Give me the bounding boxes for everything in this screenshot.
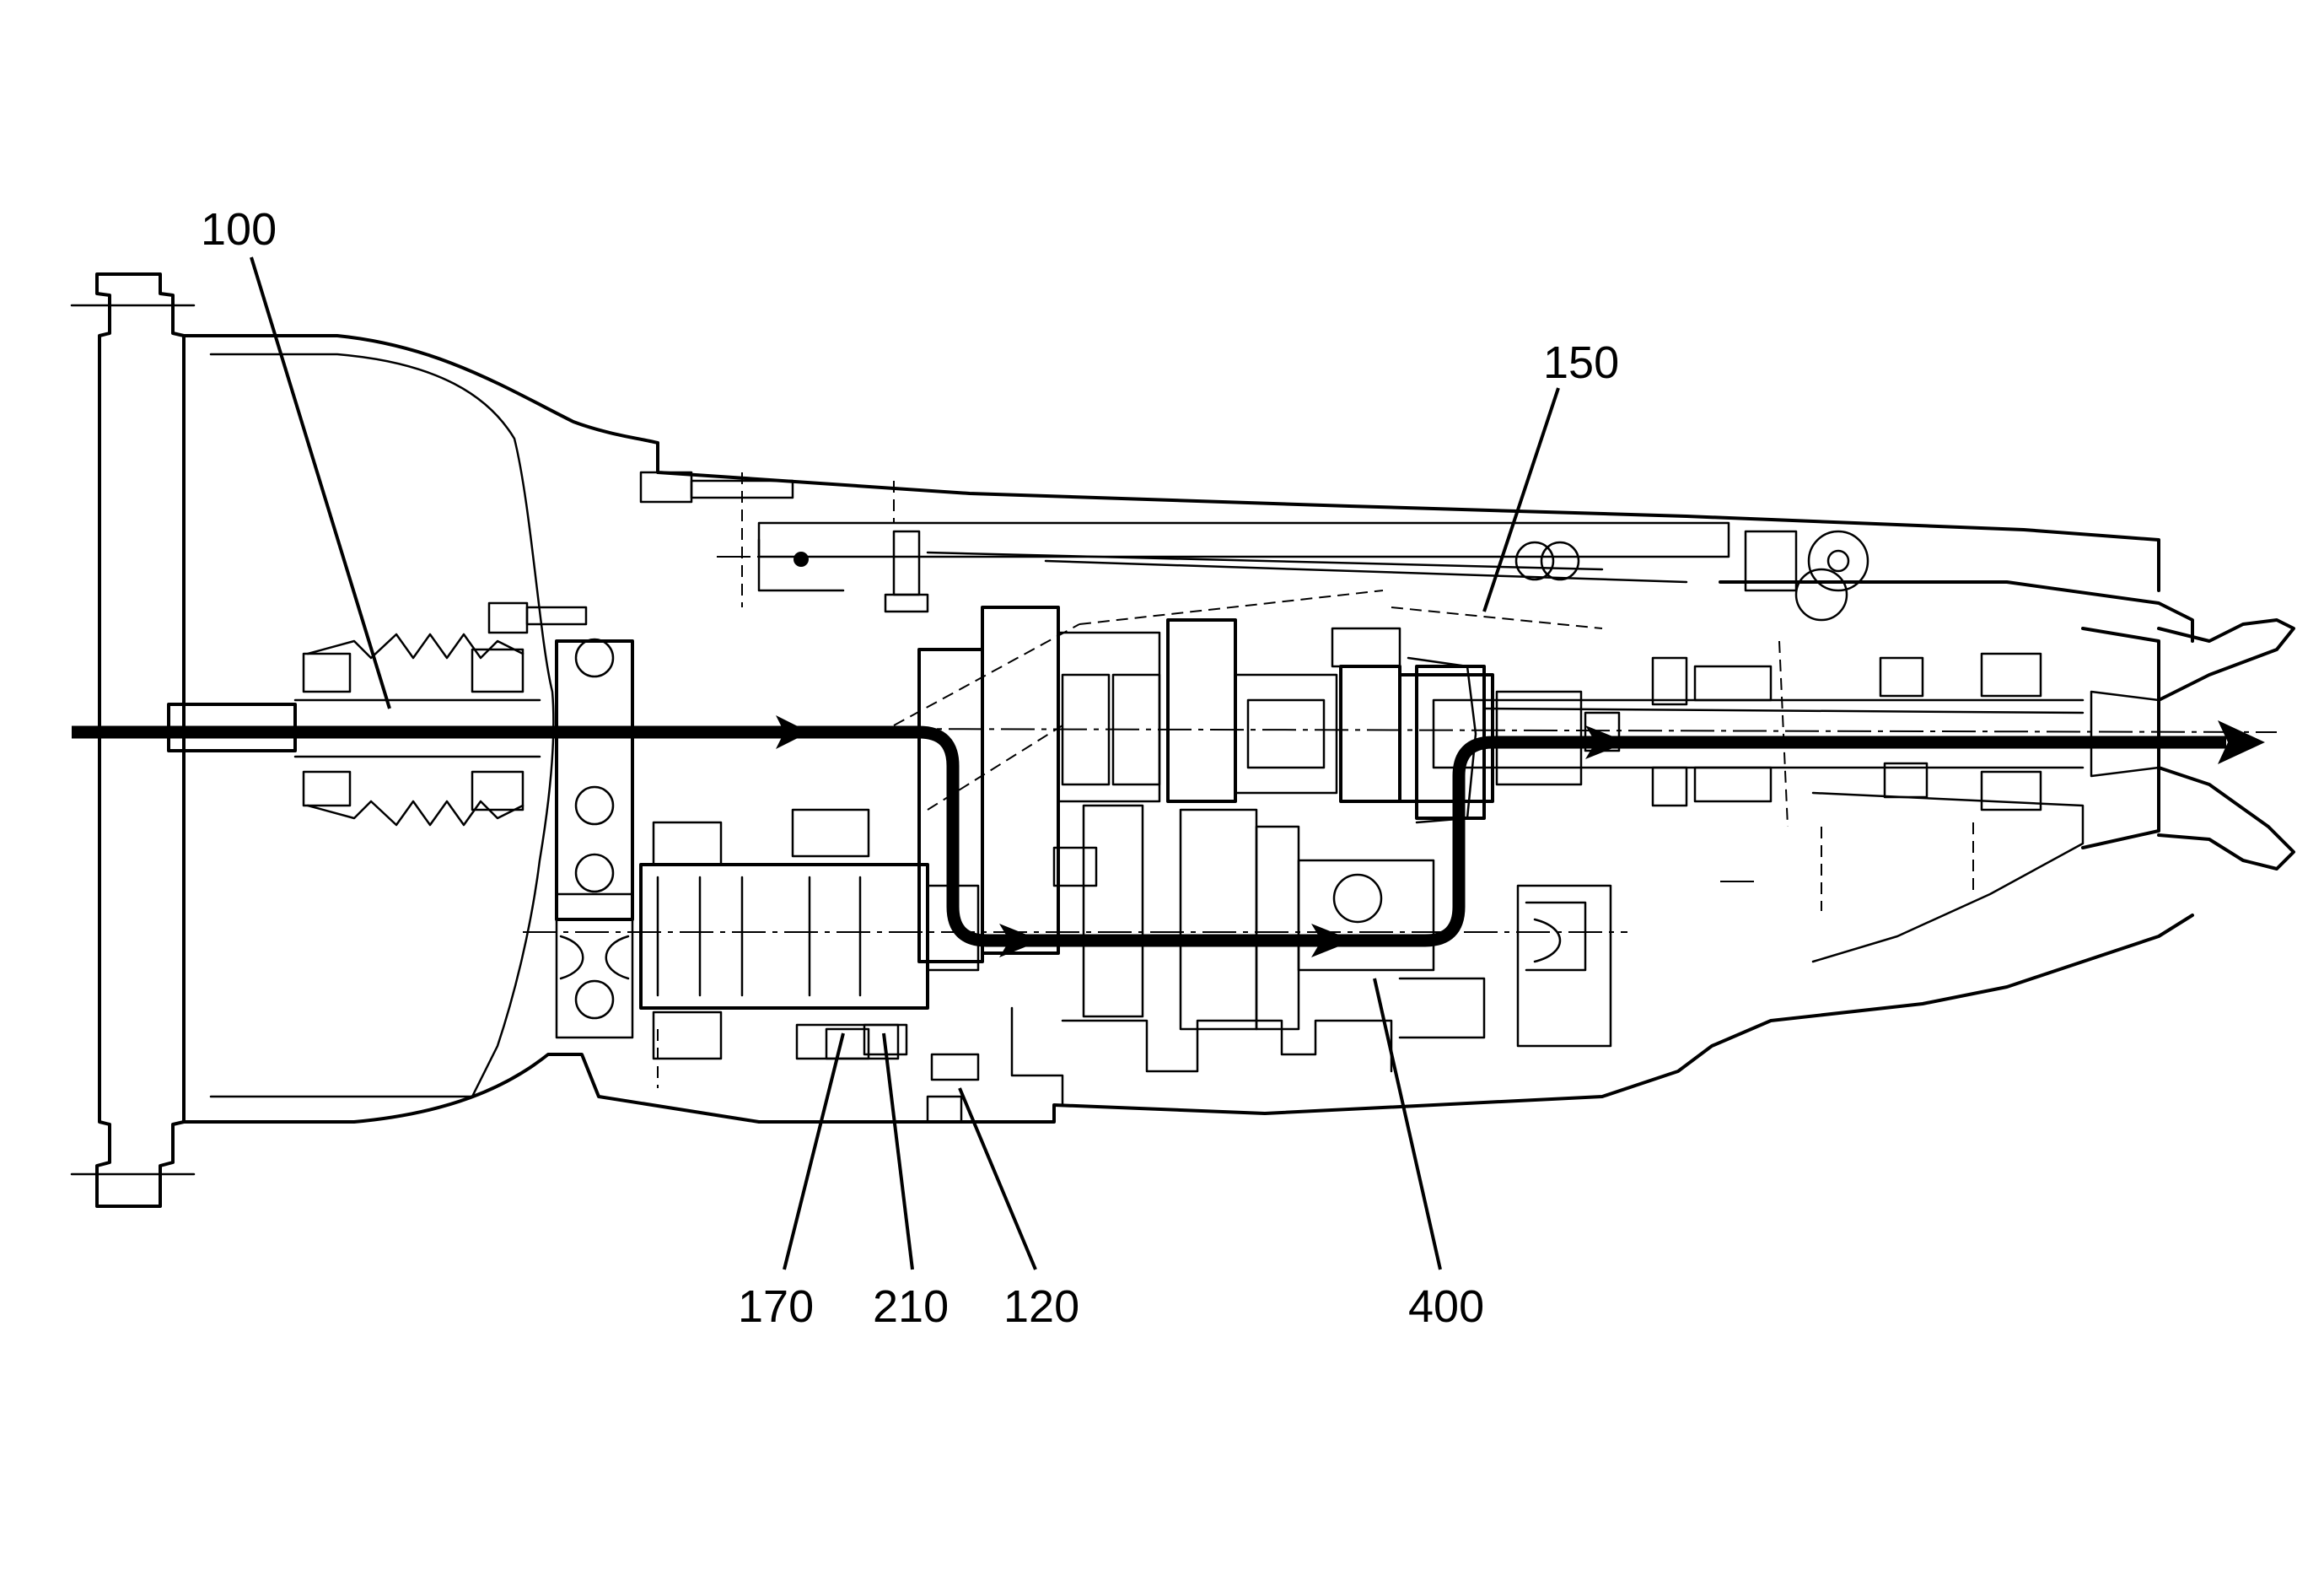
leader-lines (250, 256, 1560, 1270)
power-flow-line (72, 725, 2226, 947)
callout-100: 100 (201, 204, 277, 255)
callout-120: 120 (1003, 1281, 1079, 1332)
power-flow-path (72, 715, 2265, 957)
transmission-housing (70, 272, 2295, 1208)
internal-components (164, 471, 2278, 1124)
countershaft-gears (639, 808, 1064, 1124)
leader-120 (958, 1087, 1037, 1270)
leader-100 (250, 256, 391, 709)
output-section (1407, 652, 2085, 824)
arrow-output (2218, 720, 2265, 764)
callout-170: 170 (738, 1281, 814, 1332)
arrow-upper-right (1585, 725, 1627, 759)
front-bearings (555, 638, 634, 1039)
arrow-lower-right (1311, 924, 1353, 957)
lower-case-pockets (1061, 884, 1612, 1073)
input-boot-lower (302, 770, 525, 827)
arrow-lower-left (999, 924, 1041, 957)
arrow-input (776, 715, 810, 749)
callout-labels: 100 150 170 210 120 400 (201, 204, 1619, 1332)
callout-210: 210 (873, 1281, 949, 1332)
callout-400: 400 (1408, 1281, 1484, 1332)
shift-rails (487, 471, 1869, 634)
leader-170 (783, 1032, 845, 1270)
input-boot-upper (302, 633, 525, 693)
callout-150: 150 (1543, 337, 1619, 388)
leader-400 (1373, 978, 1442, 1270)
main-gear-stack (917, 606, 1621, 1031)
leader-210 (882, 1032, 914, 1270)
leader-150 (1482, 387, 1560, 612)
